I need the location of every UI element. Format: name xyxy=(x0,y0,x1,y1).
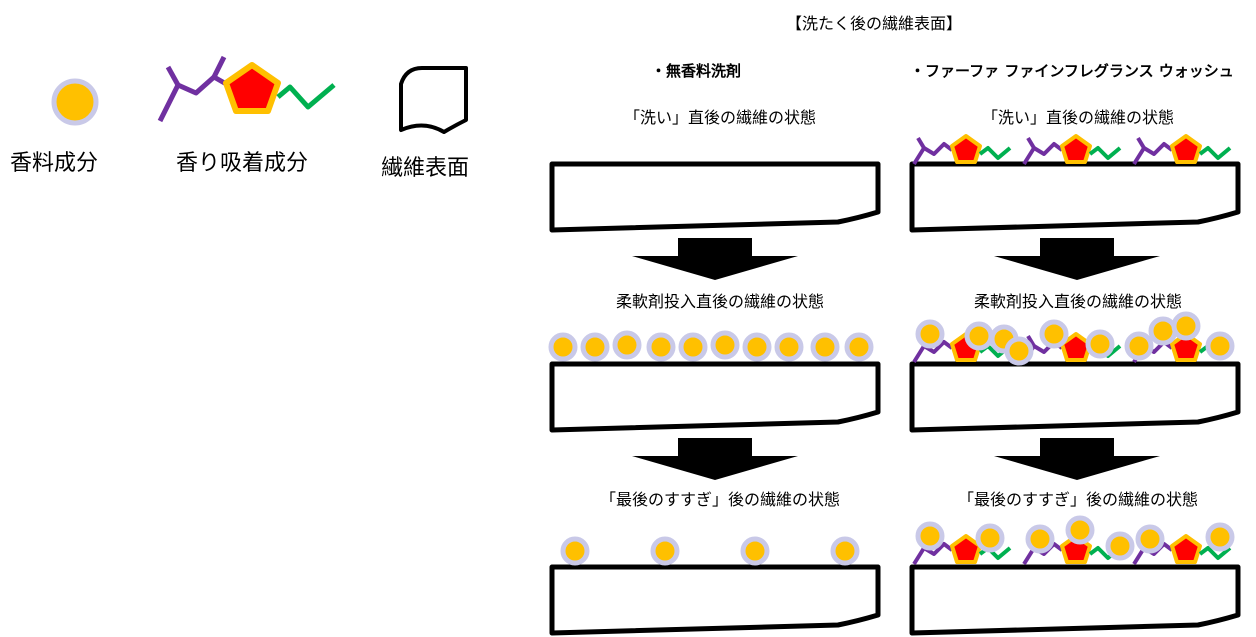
adsorbent-molecule xyxy=(1132,134,1232,166)
fiber-surface xyxy=(549,361,881,433)
fragrance-particle xyxy=(1065,515,1095,545)
fragrance-particle xyxy=(1124,331,1154,361)
fragrance-adsorbent-molecule-icon xyxy=(157,55,336,123)
fragrance-particle xyxy=(1085,329,1115,359)
down-arrow-icon xyxy=(994,438,1160,480)
fragrance-ingredient-icon xyxy=(51,78,99,126)
fragrance-particle xyxy=(915,521,945,551)
fragrance-particle xyxy=(1135,524,1165,554)
fragrance-particle xyxy=(964,321,994,351)
fiber-surface xyxy=(909,564,1241,636)
fragrance-particle xyxy=(678,332,708,362)
column-heading-fafa: ・ファーファ ファインフレグランス ウォッシュ xyxy=(910,62,1234,80)
fragrance-particle xyxy=(548,332,578,362)
fragrance-particle xyxy=(1205,522,1235,552)
fragrance-particle xyxy=(560,536,590,566)
fiber-surface xyxy=(549,161,881,233)
stage-label-after-wash: 「洗い」直後の繊維の状態 xyxy=(623,108,816,127)
fragrance-particle xyxy=(975,523,1005,553)
stage-label-after-softener: 柔軟剤投入直後の繊維の状態 xyxy=(615,292,824,311)
stage-label-after-final-rinse: 「最後のすすぎ」後の繊維の状態 xyxy=(957,490,1198,509)
legend-label-fragrance: 香料成分 xyxy=(10,151,99,176)
adsorbent-molecule xyxy=(1022,134,1122,166)
fragrance-particle xyxy=(915,319,945,349)
diagram-title: 【洗たく後の繊維表面】 xyxy=(786,14,963,33)
fragrance-particle xyxy=(742,332,772,362)
fiber-surface xyxy=(909,161,1241,233)
fragrance-particle xyxy=(650,536,680,566)
stage-label-after-wash: 「洗い」直後の繊維の状態 xyxy=(981,108,1174,127)
fragrance-particle xyxy=(810,332,840,362)
fragrance-particle xyxy=(1105,531,1135,561)
fiber-surface xyxy=(909,361,1241,433)
fragrance-particle xyxy=(1004,336,1034,366)
legend-label-adsorbent: 香り吸着成分 xyxy=(176,151,309,176)
fragrance-particle xyxy=(710,330,740,360)
fiber-surface xyxy=(549,564,881,636)
legend-label-fiber: 繊維表面 xyxy=(381,156,470,181)
fragrance-particle xyxy=(646,332,676,362)
fragrance-particle xyxy=(1171,311,1201,341)
fragrance-particle xyxy=(612,330,642,360)
column-heading-unscented: ・無香料洗剤 xyxy=(651,62,742,80)
adsorbent-molecule xyxy=(912,134,1012,166)
down-arrow-icon xyxy=(632,238,798,280)
down-arrow-icon xyxy=(632,438,798,480)
fragrance-particle xyxy=(1039,319,1069,349)
stage-label-after-softener: 柔軟剤投入直後の繊維の状態 xyxy=(973,292,1182,311)
stage-label-after-final-rinse: 「最後のすすぎ」後の繊維の状態 xyxy=(599,490,840,509)
fragrance-particle xyxy=(1148,316,1178,346)
fragrance-particle xyxy=(580,332,610,362)
fragrance-particle xyxy=(844,332,874,362)
fiber-surface-icon xyxy=(399,66,468,134)
fragrance-particle xyxy=(740,536,770,566)
fragrance-particle xyxy=(1025,524,1055,554)
fragrance-particle xyxy=(830,536,860,566)
down-arrow-icon xyxy=(994,238,1160,280)
fragrance-particle xyxy=(1205,331,1235,361)
fragrance-particle xyxy=(774,332,804,362)
